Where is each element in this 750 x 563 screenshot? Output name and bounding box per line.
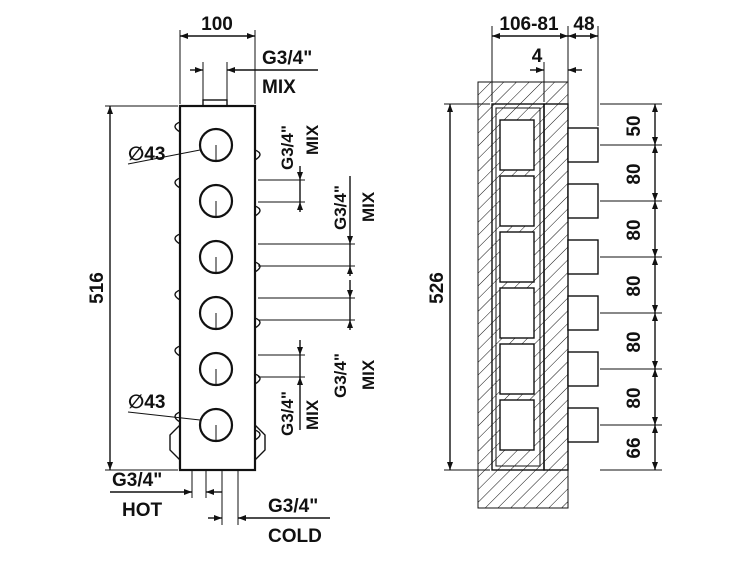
spacing-4: 80 — [624, 331, 645, 352]
side-conn-2-thread: G3/4" — [331, 185, 350, 230]
spacing-6: 66 — [624, 437, 645, 458]
depth-dimension: 106-81 48 — [491, 14, 599, 126]
offset-label: 4 — [532, 46, 543, 67]
side-height-dimension: 526 — [427, 103, 490, 471]
hot-callout: G3/4" HOT — [110, 470, 222, 521]
depth-label: 106-81 — [499, 14, 559, 35]
side-conn-1-name: MIX — [303, 124, 322, 155]
top-conn-thread: G3/4" — [262, 48, 312, 69]
top-mix-callout: G3/4" MIX — [190, 48, 318, 100]
cold-name: COLD — [268, 526, 322, 547]
top-conn-name: MIX — [262, 77, 296, 98]
top-nozzle — [202, 99, 228, 107]
cold-callout: G3/4" COLD — [208, 470, 330, 547]
trim-label: 48 — [573, 14, 594, 35]
bracket-bottom-right — [254, 424, 266, 461]
dia-top: ∅43 — [127, 144, 201, 165]
hot-thread: G3/4" — [112, 470, 162, 491]
front-plate — [543, 103, 569, 471]
dia-bottom: ∅43 — [127, 392, 201, 421]
height-label: 516 — [87, 272, 108, 304]
side-mix-callout-4: G3/4" MIX — [258, 340, 322, 436]
spacing-chain: 50 80 80 80 80 80 66 — [600, 103, 662, 471]
side-height-label: 526 — [427, 272, 448, 304]
spacing-5: 80 — [624, 387, 645, 408]
spacing-2: 80 — [624, 219, 645, 240]
spacing-1: 80 — [624, 163, 645, 184]
width-label: 100 — [201, 14, 233, 35]
side-view: 106-81 48 4 526 — [427, 14, 662, 509]
side-knobs — [567, 127, 599, 443]
bracket-bottom-left — [169, 424, 181, 461]
cold-thread: G3/4" — [268, 496, 318, 517]
side-conn-3-thread: G3/4" — [331, 353, 350, 398]
side-mix-callout-1: G3/4" MIX — [258, 124, 322, 212]
spacing-3: 80 — [624, 275, 645, 296]
knobs — [198, 127, 234, 443]
side-mix-callout-3: G3/4" MIX — [258, 280, 378, 398]
side-mix-callout-2: G3/4" MIX — [258, 176, 378, 276]
offset-dimension: 4 — [530, 46, 582, 102]
width-dimension: 100 — [179, 14, 256, 104]
side-conn-4-name: MIX — [303, 399, 322, 430]
hot-name: HOT — [122, 500, 163, 521]
side-conn-3-name: MIX — [359, 359, 378, 390]
side-conn-4-thread: G3/4" — [278, 391, 297, 436]
front-view: 100 G3/4" MIX 516 ∅43 — [87, 14, 378, 547]
mounting-tabs-left — [174, 121, 181, 423]
knob-dia-top-label: ∅43 — [128, 144, 165, 165]
spacing-0: 50 — [624, 115, 645, 136]
height-dimension: 516 — [87, 105, 178, 471]
knob-dia-bottom-label: ∅43 — [128, 392, 165, 413]
side-conn-2-name: MIX — [359, 191, 378, 222]
cartridges — [499, 119, 535, 451]
side-conn-1-thread: G3/4" — [278, 125, 297, 170]
